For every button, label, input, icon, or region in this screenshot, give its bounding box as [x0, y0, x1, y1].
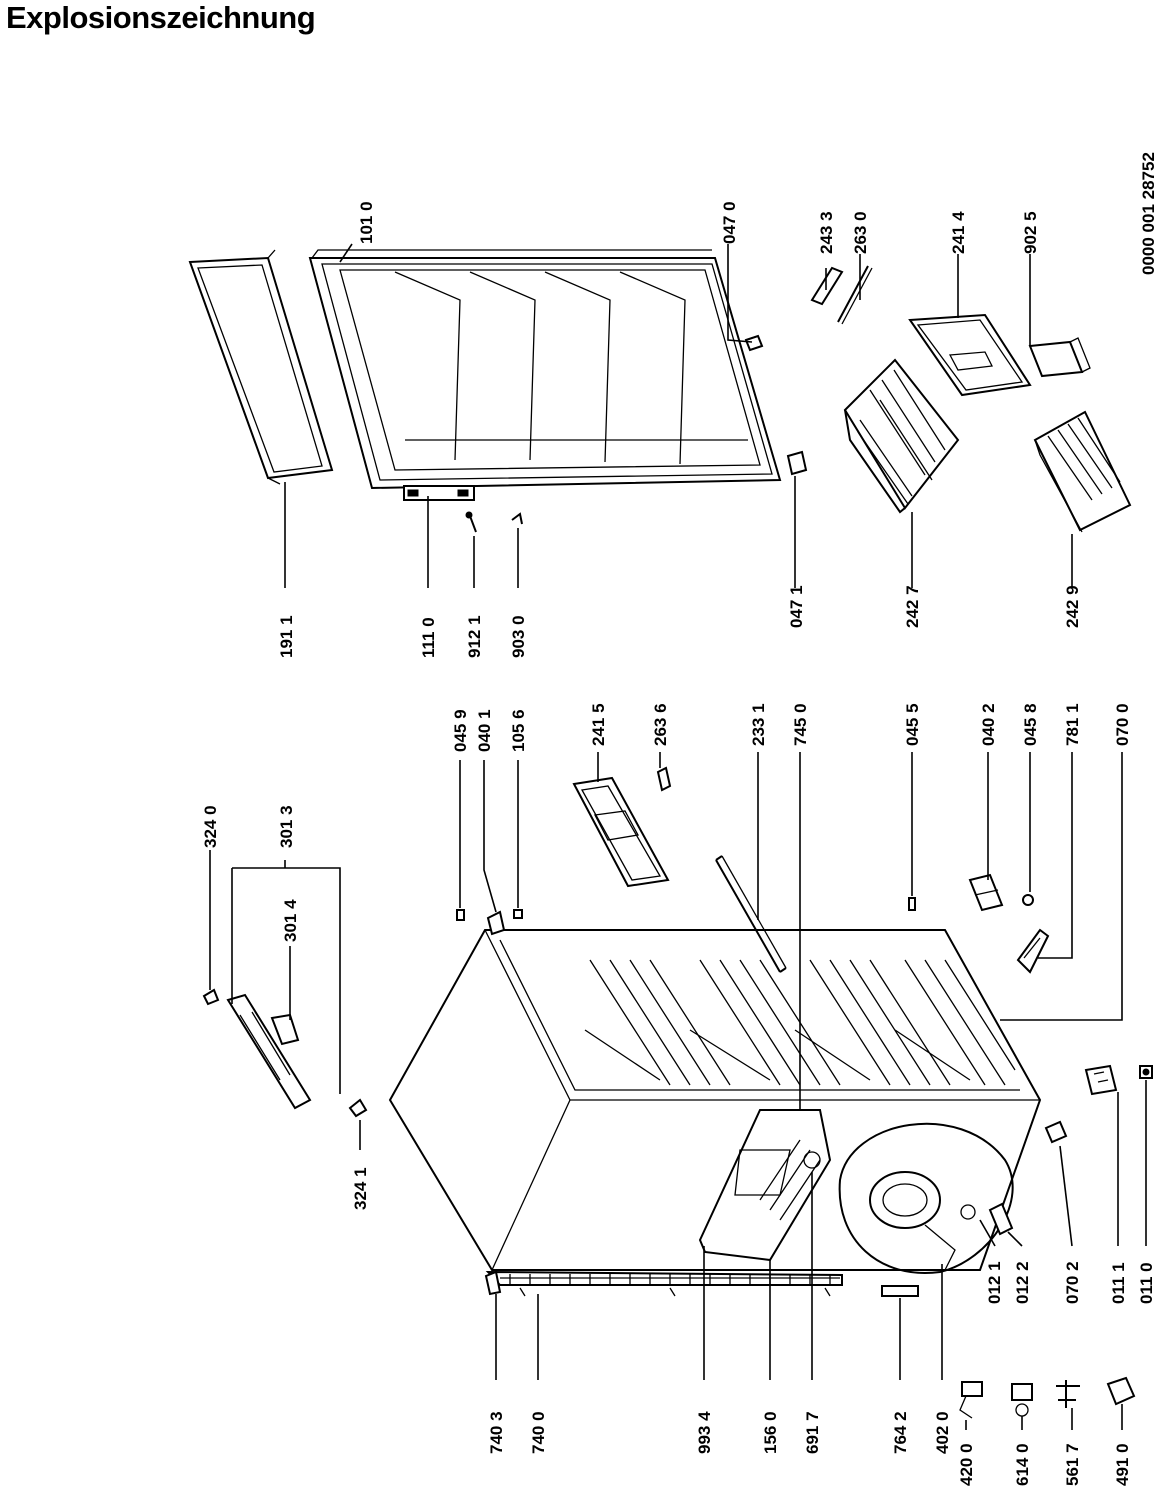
label-324-1: 324 1 — [351, 1167, 370, 1210]
leader-lines — [209, 243, 1147, 1430]
bracket-011-1-part — [1084, 1064, 1118, 1096]
cover-070-2-part — [1044, 1120, 1068, 1144]
label-740-3: 740 3 — [487, 1411, 506, 1454]
label-045-9: 045 9 — [451, 709, 470, 752]
label-105-6: 105 6 — [509, 709, 528, 752]
label-101-0: 101 0 — [357, 201, 376, 244]
doc-number: 0000 001 28752 — [1139, 152, 1158, 275]
small-clip-part — [511, 512, 523, 525]
label-070-2: 070 2 — [1063, 1261, 1082, 1304]
label-420-0: 420 0 — [957, 1443, 976, 1486]
capacitor-420-0-part — [959, 1381, 983, 1419]
label-764-2: 764 2 — [891, 1411, 910, 1454]
label-491-0: 491 0 — [1113, 1443, 1132, 1486]
label-993-4: 993 4 — [695, 1411, 714, 1454]
door-gasket-part — [188, 249, 334, 485]
label-242-7: 242 7 — [903, 585, 922, 628]
label-047-1: 047 1 — [787, 585, 806, 628]
fastener-263-part — [656, 766, 672, 792]
clip-left-part — [202, 988, 220, 1006]
cap-105-6-part — [513, 909, 523, 919]
valve-561-7-part — [1056, 1380, 1080, 1408]
label-243-3: 243 3 — [817, 211, 836, 254]
evaporator-shelves-part — [584, 959, 1016, 1086]
label-011-1: 011 1 — [1109, 1262, 1128, 1304]
cover-plate-part — [1028, 337, 1091, 378]
label-040-2: 040 2 — [979, 703, 998, 746]
handle-bottom-part — [786, 450, 808, 476]
label-191-1: 191 1 — [277, 615, 296, 658]
control-unit-part — [698, 1109, 832, 1262]
label-902-5: 902 5 — [1021, 211, 1040, 254]
small-bracket-part — [810, 266, 844, 306]
basket-large-part — [843, 358, 960, 514]
relay-614-0-part — [1011, 1383, 1033, 1417]
label-111-0: 111 0 — [419, 617, 438, 658]
label-912-1: 912 1 — [465, 615, 484, 658]
label-402-0: 402 0 — [933, 1411, 952, 1454]
label-745-0: 745 0 — [791, 703, 810, 746]
label-047-0: 047 0 — [720, 201, 739, 244]
handle-top-part — [744, 334, 764, 352]
foot-011-0-part — [1139, 1065, 1153, 1079]
label-241-5: 241 5 — [589, 703, 608, 746]
page-title: Explosionszeichnung — [6, 0, 316, 35]
cabinet-body-part — [388, 929, 1042, 1271]
label-242-9: 242 9 — [1063, 585, 1082, 628]
label-070-0: 070 0 — [1113, 703, 1132, 746]
pin-045-9-part — [456, 909, 465, 921]
rod-part — [837, 265, 873, 325]
door-hinge-part — [403, 485, 475, 501]
part-labels: 101 0 047 0 243 3 263 0 241 4 902 5 0000… — [201, 152, 1158, 1486]
label-233-1: 233 1 — [749, 703, 768, 746]
pin-045-8-part — [1022, 894, 1034, 906]
label-241-4: 241 4 — [949, 211, 968, 254]
thermostat-panel-part — [226, 993, 312, 1110]
hinge-040-1-part — [486, 910, 506, 936]
start-relay-part — [988, 1202, 1014, 1236]
label-045-8: 045 8 — [1021, 703, 1040, 746]
label-263-6: 263 6 — [651, 703, 670, 746]
shelf-rail-part — [715, 855, 787, 973]
dryer-filter-part — [881, 1285, 919, 1297]
label-011-0: 011 0 — [1137, 1262, 1156, 1304]
label-045-5: 045 5 — [903, 703, 922, 746]
pin-045-5-part — [908, 897, 916, 911]
label-691-7: 691 7 — [803, 1411, 822, 1454]
condenser-part — [484, 1270, 843, 1297]
clip-lower-part — [348, 1098, 368, 1118]
door-shelf-part — [908, 313, 1032, 397]
cover-491-0-part — [1106, 1376, 1136, 1406]
label-156-0: 156 0 — [761, 1411, 780, 1454]
label-301-4: 301 4 — [281, 899, 300, 942]
label-781-1: 781 1 — [1063, 703, 1082, 746]
basket-small-part — [1033, 410, 1132, 533]
label-012-1: 012 1 — [985, 1261, 1004, 1304]
label-040-1: 040 1 — [475, 709, 494, 752]
label-263-0: 263 0 — [851, 211, 870, 254]
hinge-040-2-part — [968, 873, 1004, 912]
label-561-7: 561 7 — [1063, 1443, 1082, 1486]
label-903-0: 903 0 — [509, 615, 528, 658]
door-panel-part — [308, 249, 782, 490]
label-740-0: 740 0 — [529, 1411, 548, 1454]
label-012-2: 012 2 — [1013, 1261, 1032, 1304]
label-614-0: 614 0 — [1013, 1443, 1032, 1486]
drawer-front-part — [572, 776, 670, 888]
label-301-3: 301 3 — [277, 805, 296, 848]
screw-part — [465, 511, 477, 533]
label-324-0: 324 0 — [201, 805, 220, 848]
hinge-781-1-part — [1016, 928, 1050, 974]
